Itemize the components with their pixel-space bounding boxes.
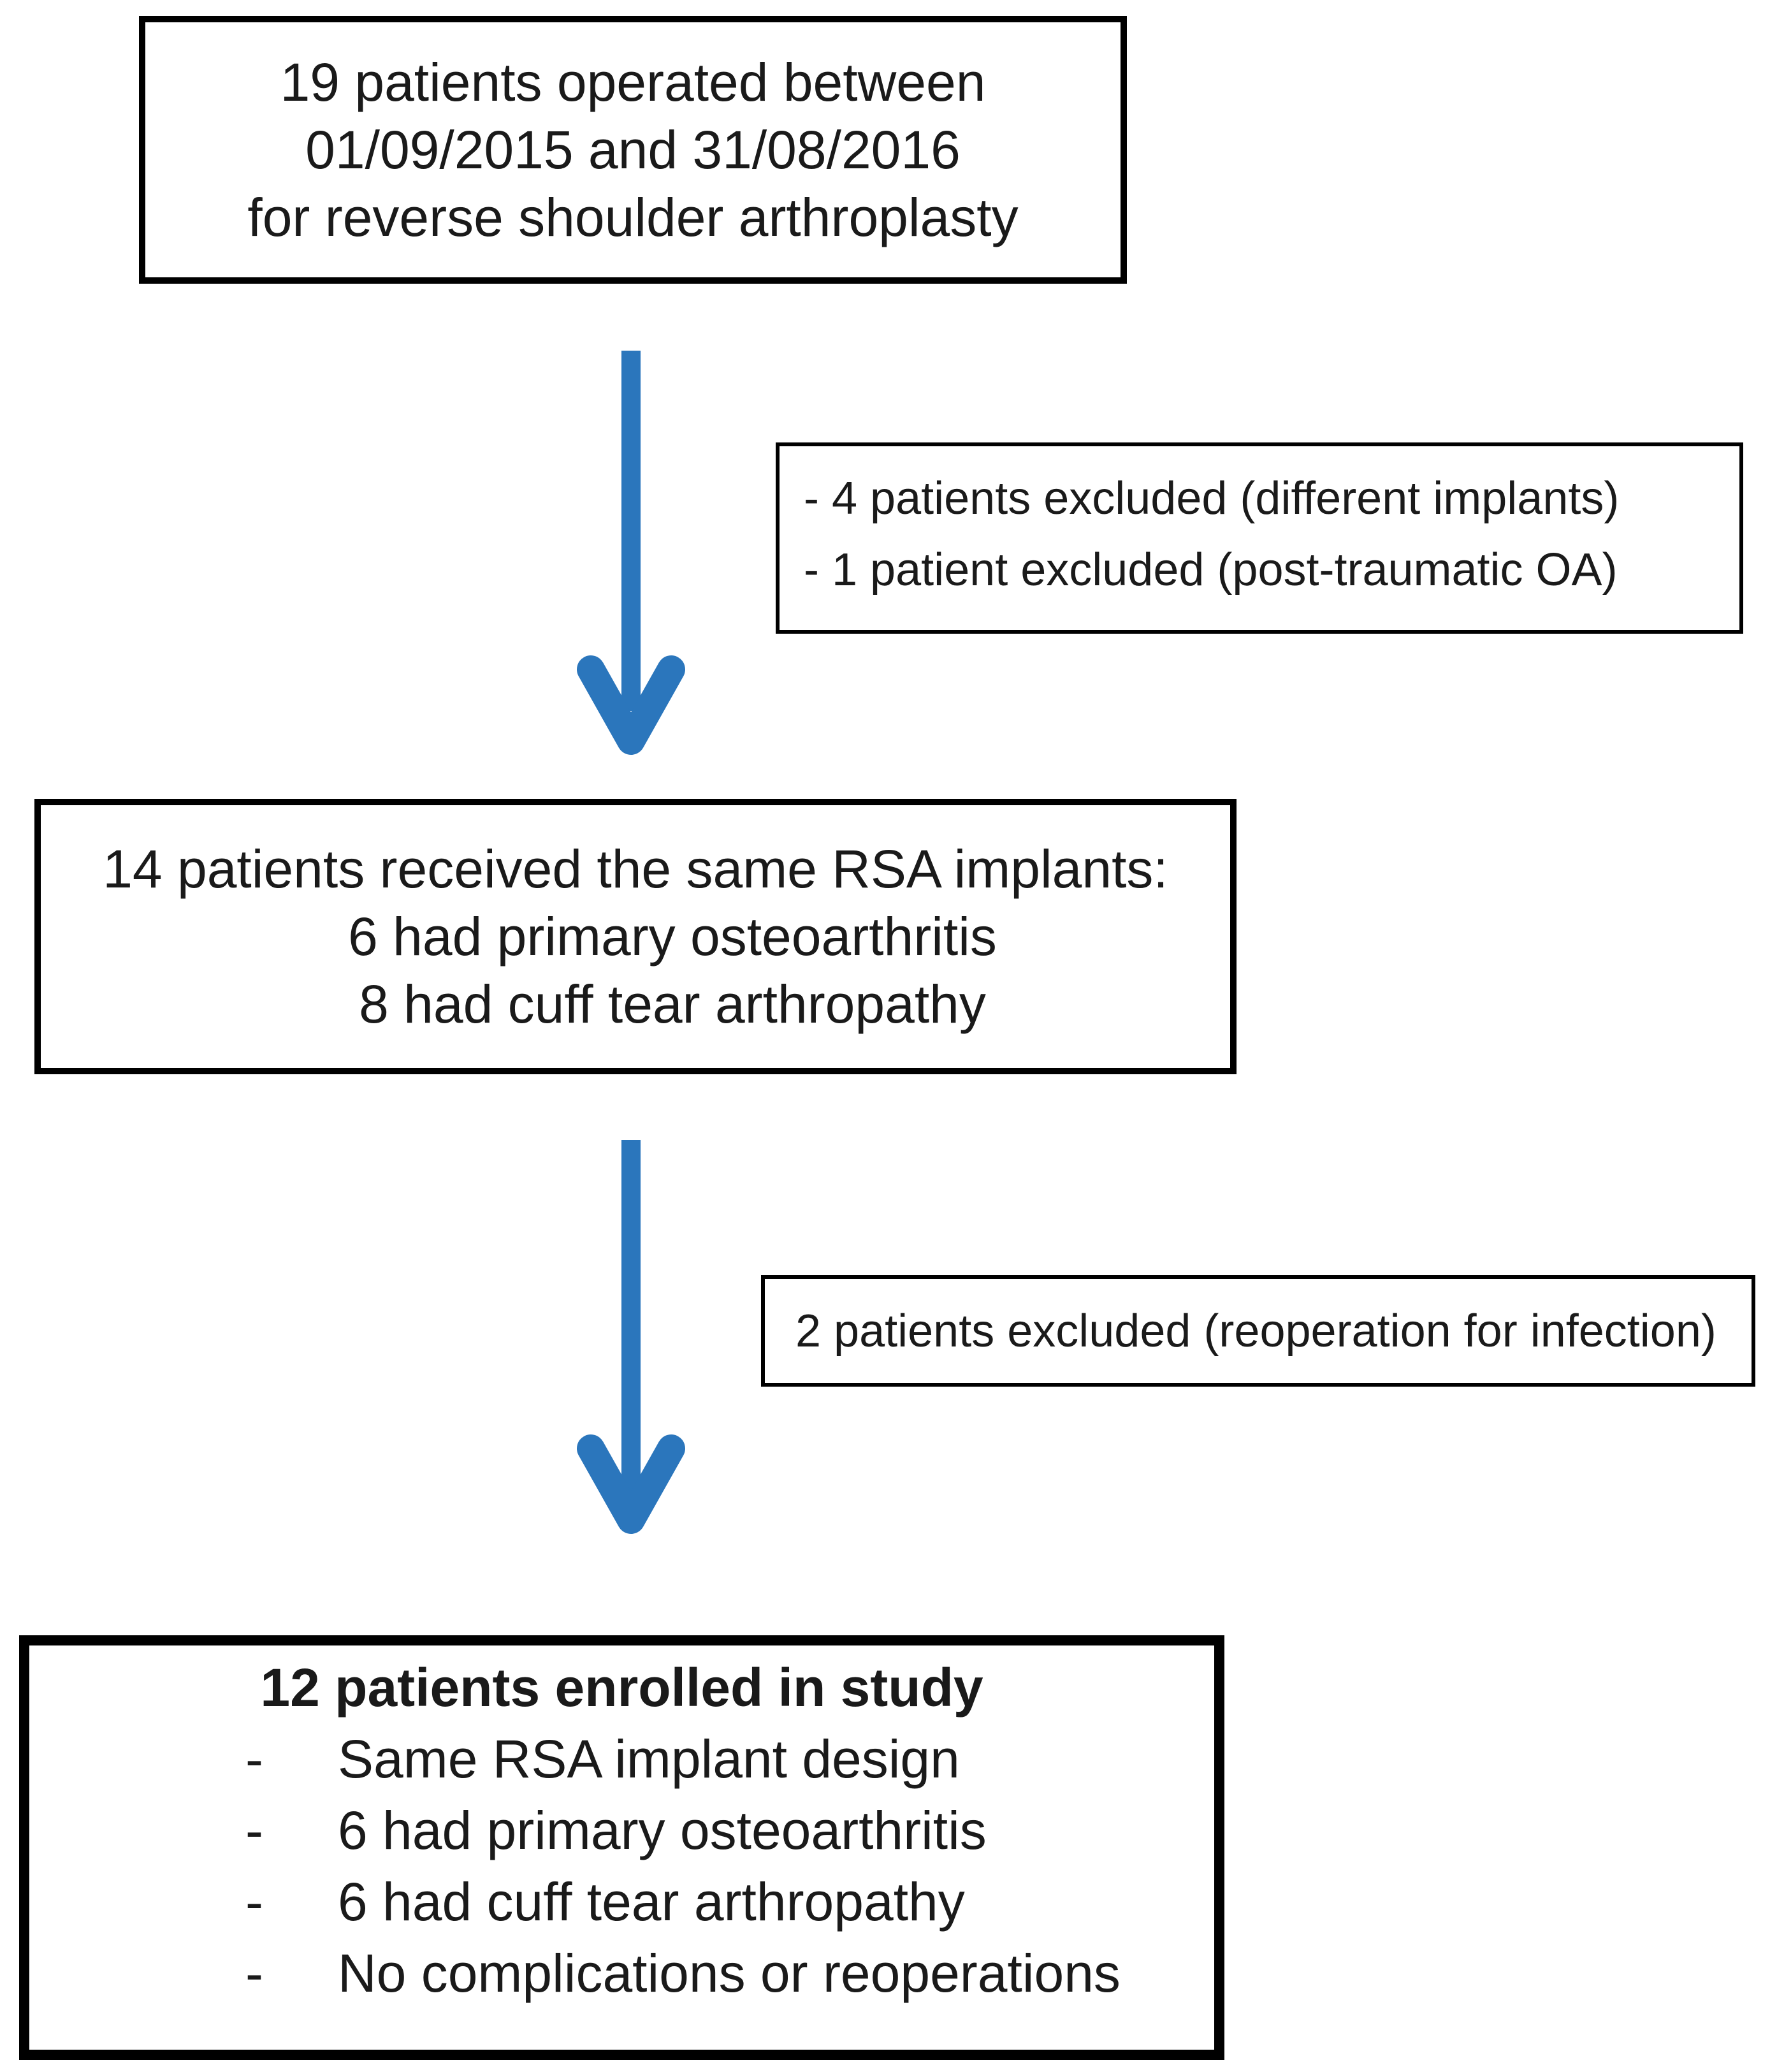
enrolled-bullet-3: - 6 had cuff tear arthropathy	[245, 1866, 1214, 1937]
down-arrow-1	[574, 344, 688, 765]
exclusion-1-line-1: - 4 patients excluded (different implant…	[804, 473, 1620, 524]
box-initial-cohort: 19 patients operated between 01/09/2015 …	[139, 16, 1127, 284]
enrolled-title: 12 patients enrolled in study	[260, 1658, 983, 1718]
initial-cohort-line-1: 19 patients operated between	[280, 52, 986, 112]
initial-cohort-line-3: for reverse shoulder arthroplasty	[247, 187, 1019, 247]
box-same-implant-cohort: 14 patients received the same RSA implan…	[34, 799, 1237, 1074]
enrolled-bullet-2: - 6 had primary osteoarthritis	[245, 1795, 1214, 1866]
down-arrow-2-svg	[577, 1140, 685, 1534]
box-enrolled: 12 patients enrolled in study - Same RSA…	[19, 1635, 1224, 2060]
bullet-dash: -	[245, 1872, 263, 1932]
bullet-dash: -	[245, 1729, 263, 1789]
box-exclusion-2: 2 patients excluded (reoperation for inf…	[761, 1275, 1755, 1387]
enrolled-bullet-2-text: 6 had primary osteoarthritis	[338, 1800, 987, 1860]
bullet-dash: -	[245, 1800, 263, 1860]
same-implant-line-1: 14 patients received the same RSA implan…	[103, 839, 1168, 899]
box-exclusion-1: - 4 patients excluded (different implant…	[776, 442, 1743, 634]
bullet-dash: -	[245, 1943, 263, 2003]
enrolled-bullet-4: - No complications or reoperations	[245, 1937, 1214, 2009]
initial-cohort-line-2: 01/09/2015 and 31/08/2016	[305, 120, 961, 180]
enrolled-bullet-4-text: No complications or reoperations	[338, 1943, 1121, 2003]
down-arrow-1-svg	[577, 351, 685, 755]
enrolled-bullet-3-text: 6 had cuff tear arthropathy	[338, 1872, 965, 1932]
exclusion-2-line-1: 2 patients excluded (reoperation for inf…	[795, 1305, 1716, 1357]
enrolled-bullet-1-text: Same RSA implant design	[338, 1729, 960, 1789]
enrolled-bullet-1: - Same RSA implant design	[245, 1723, 1214, 1795]
same-implant-line-2: 6 had primary osteoarthritis	[348, 907, 997, 967]
exclusion-1-line-2: - 1 patient excluded (post-traumatic OA)	[804, 544, 1618, 595]
down-arrow-2	[574, 1135, 688, 1549]
same-implant-line-3: 8 had cuff tear arthropathy	[359, 974, 986, 1034]
